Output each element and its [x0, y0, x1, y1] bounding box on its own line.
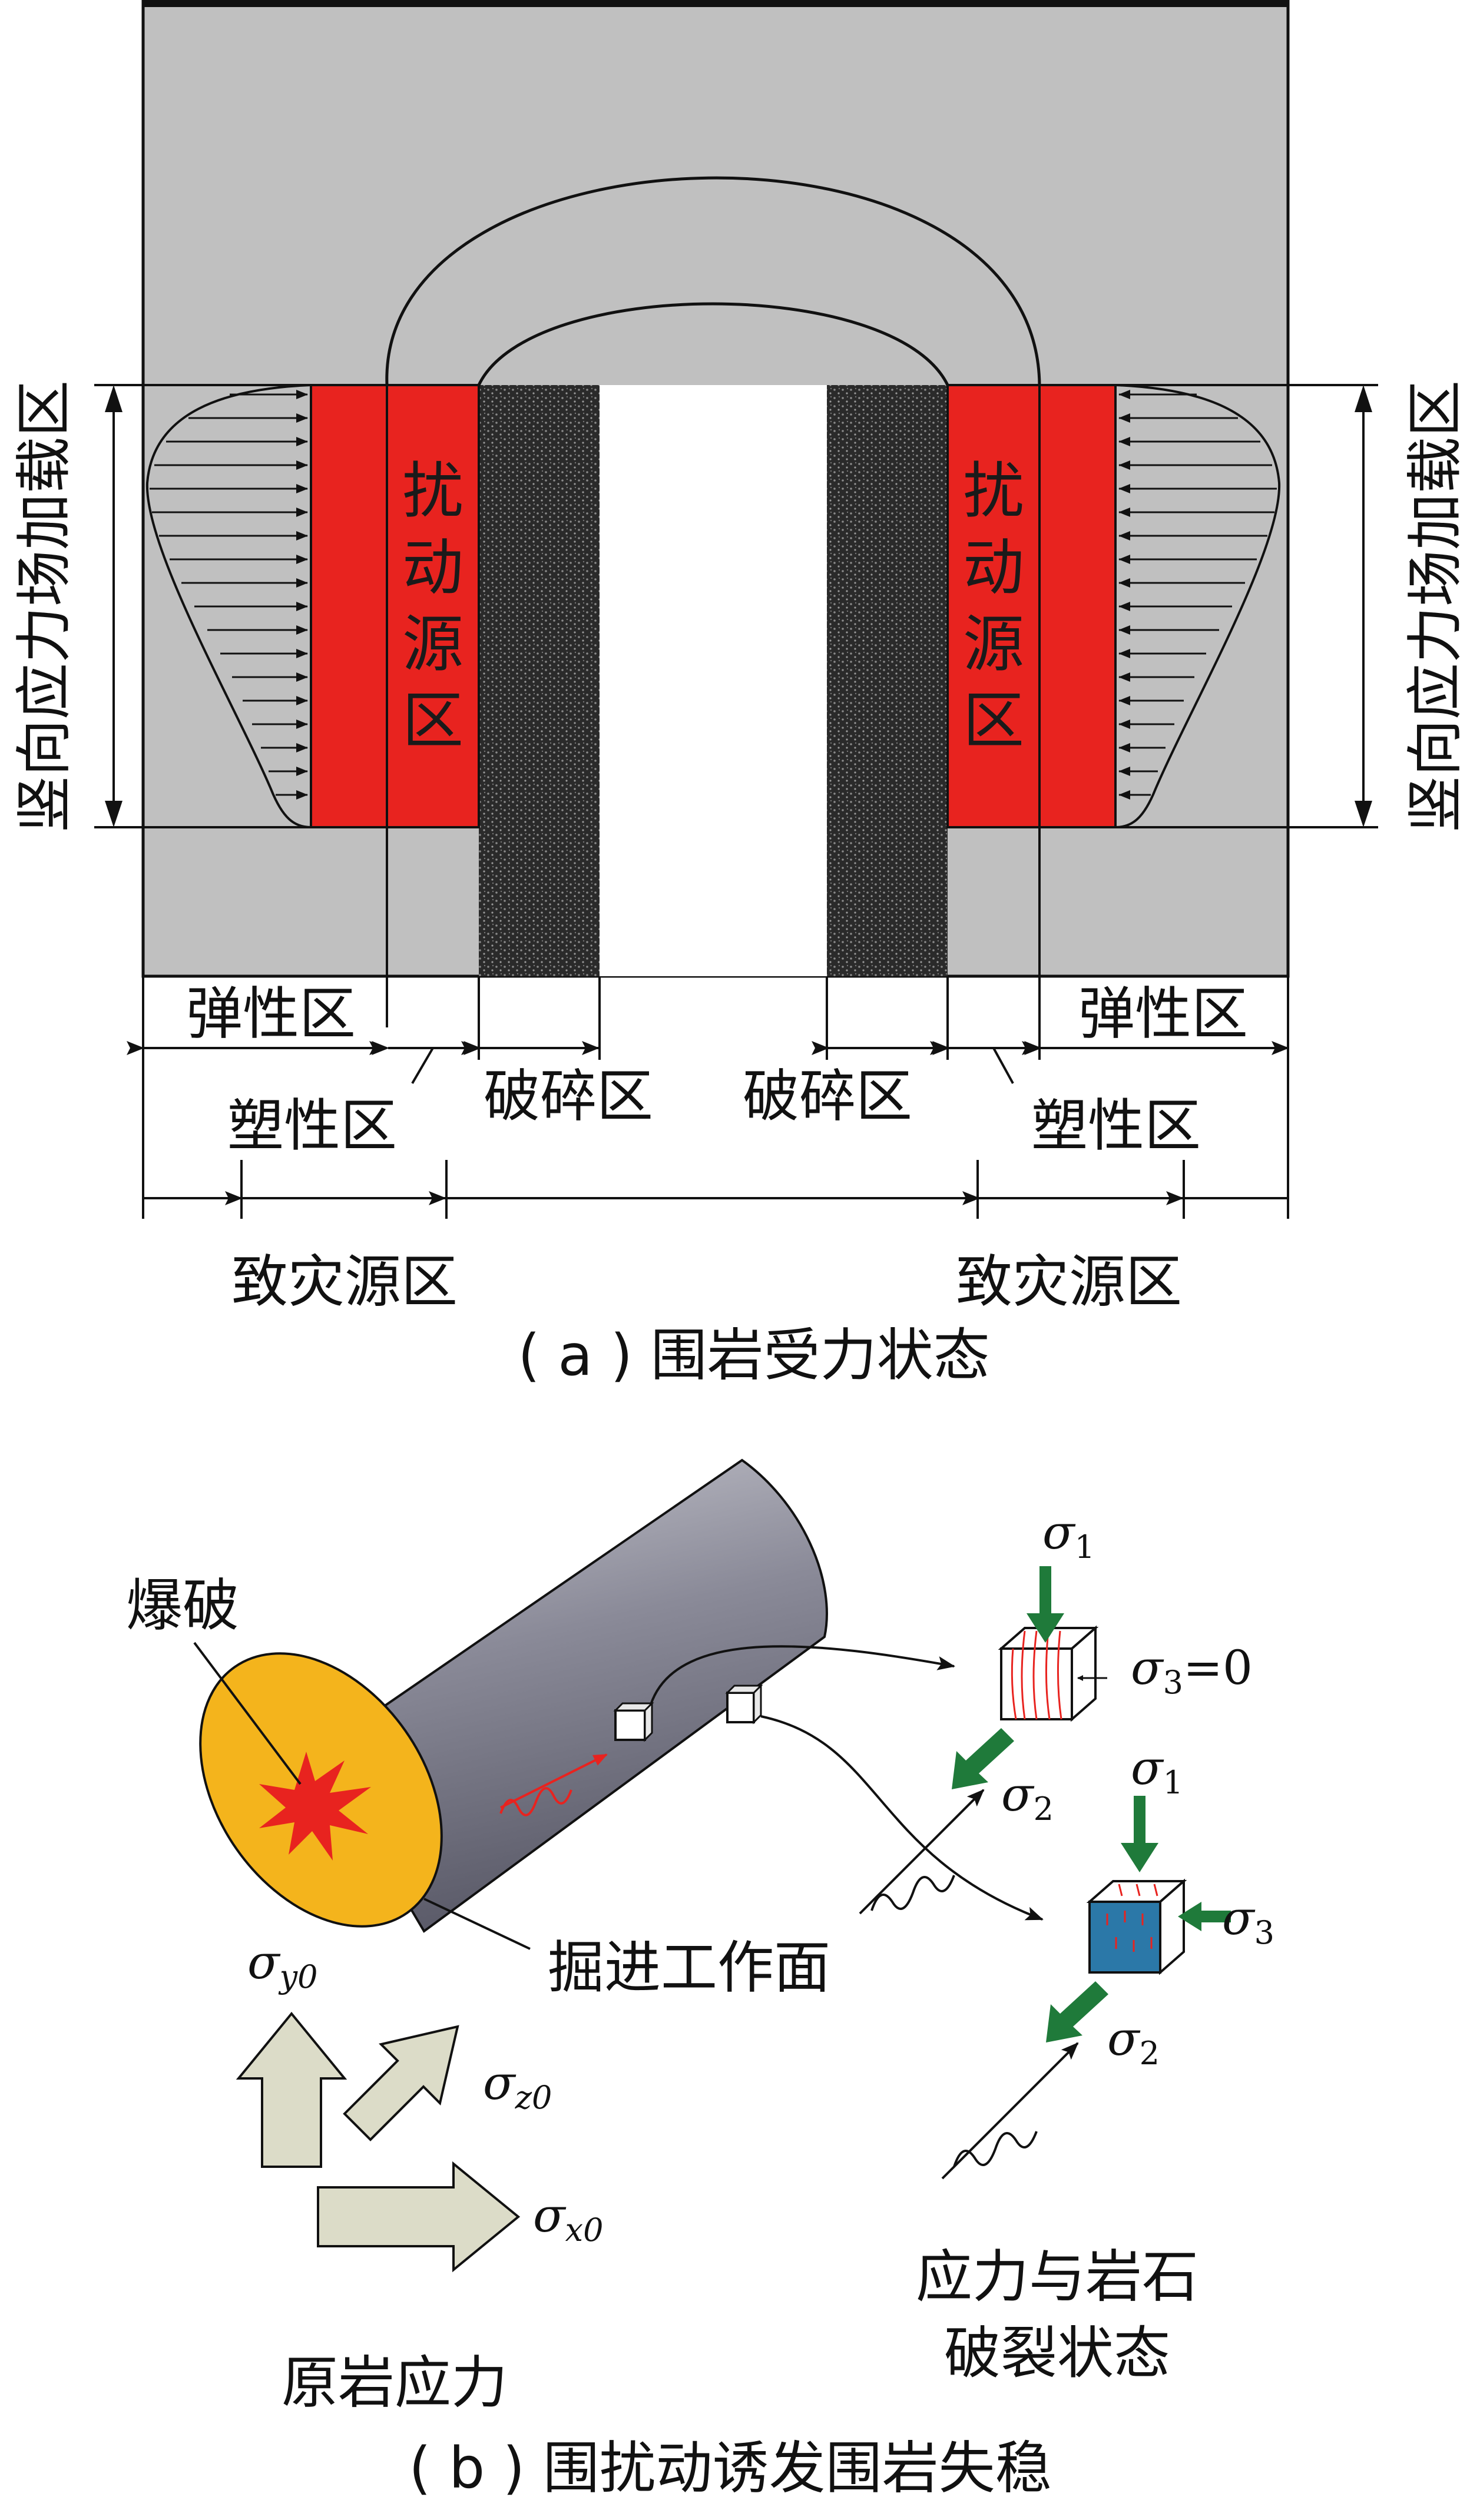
disturbance-label-left: 扰 动 源 区 [402, 455, 463, 757]
loading-zone-left-dimension [94, 384, 311, 828]
sigma3-zero-label: σ3=0 [1131, 1640, 1253, 1701]
black-stress-wave-1 [859, 1789, 985, 1915]
sigma1-lower-label: σ1 [1131, 1740, 1183, 1801]
arch-outer [385, 176, 1041, 386]
loading-zone-right-dimension [1115, 384, 1378, 828]
sigma2-arrow-lower [1046, 1981, 1108, 2042]
sigma3-lower-label: σ3 [1222, 1891, 1274, 1951]
sample-cube-1 [614, 1709, 646, 1741]
sigma-glyph: σ [1222, 1891, 1256, 1945]
red-stress-wave [499, 1753, 608, 1816]
disturbance-char: 扰 [402, 455, 463, 527]
sigma-glyph: σ [1042, 1505, 1076, 1560]
broken-zone-left [479, 385, 600, 976]
disturbance-char: 区 [963, 685, 1024, 757]
sub-1: 1 [1163, 1764, 1183, 1801]
disturbance-char: 源 [402, 608, 463, 680]
sigma1-arrow-lower [1121, 1796, 1158, 1872]
sample-cube-2-faces [725, 1683, 763, 1725]
sigma-y0-label: σy0 [247, 1935, 317, 1995]
disturbance-label-right: 扰 动 源 区 [963, 455, 1024, 757]
stress-rock-state-line2: 破裂状态 [944, 2320, 1170, 2386]
sigma3-arrow-lower [1178, 1902, 1231, 1931]
vertical-stress-label-right: 竖向应力场加载区 [1402, 380, 1468, 833]
sub-z0: z0 [515, 2079, 552, 2116]
in-situ-stress-label: 原岩应力 [282, 2350, 508, 2416]
sigma-glyph: σ [1131, 1740, 1164, 1795]
sigma-y0-arrow [236, 2011, 347, 2168]
sigma2-lower-label: σ2 [1107, 2011, 1160, 2072]
stress-arrows-right [1118, 390, 1277, 800]
sigma-z0-arrow [343, 2025, 459, 2141]
disturbance-zone-right [946, 384, 1117, 828]
disaster-source-label-left: 致灾源区 [231, 1249, 458, 1315]
disturbance-char: 动 [402, 532, 463, 604]
disturbance-zone-left [310, 384, 480, 828]
sigma-glyph: σ [1131, 1640, 1164, 1695]
sample-cube-2 [726, 1692, 755, 1723]
sub-x0: x0 [565, 2211, 604, 2249]
equals-zero: =0 [1183, 1640, 1253, 1695]
stress-cube-lower [1086, 1878, 1187, 1975]
blast-icon [259, 1752, 371, 1861]
arch-inner [477, 302, 949, 386]
disturbance-char: 扰 [963, 455, 1024, 527]
cube-leader-upper [650, 1645, 955, 1705]
elastic-zone-label-right: 弹性区 [1078, 981, 1248, 1047]
plastic-zone-label-left: 塑性区 [227, 1093, 397, 1159]
excavation-face-leader [423, 1898, 531, 1950]
stress-arrows-left [150, 390, 308, 800]
sigma-glyph: σ [533, 2188, 567, 2243]
sub-y0: y0 [279, 1958, 318, 1995]
sub-3: 3 [1163, 1664, 1183, 1701]
stress-curve-right [1115, 384, 1281, 828]
sigma-z0-label: σz0 [483, 2055, 552, 2116]
tunnel-opening [600, 385, 827, 976]
sigma-glyph: σ [247, 1935, 281, 1990]
disturbance-char: 源 [963, 608, 1024, 680]
plastic-zone-label-right: 塑性区 [1031, 1093, 1201, 1159]
part-b: 爆破 掘进工作面 [126, 1458, 1274, 2501]
sigma-glyph: σ [1107, 2011, 1141, 2066]
sigma2-arrow-upper [952, 1728, 1014, 1789]
disturbance-char: 区 [402, 685, 463, 757]
stress-curve-left [145, 384, 312, 828]
excavation-face-label: 掘进工作面 [548, 1935, 830, 2001]
sub-2: 2 [1140, 2035, 1160, 2072]
broken-zone-right [827, 385, 948, 976]
sigma-x0-arrow [317, 2161, 521, 2273]
black-stress-wave-2 [941, 2042, 1079, 2180]
sub-3: 3 [1254, 1914, 1274, 1951]
part-a: 竖向应力场加载区 竖向应力场加载区 扰 动 源 区 扰 动 源 区 [11, 0, 1468, 1388]
sigma-x0-label: σx0 [533, 2188, 603, 2249]
sub-1: 1 [1075, 1528, 1095, 1566]
dimension-lines [127, 976, 1289, 1219]
disaster-source-label-right: 致灾源区 [956, 1249, 1182, 1315]
stress-rock-state-line1: 应力与岩石 [916, 2244, 1198, 2310]
crack-lines [1011, 1630, 1062, 1720]
sigma-glyph: σ [1001, 1767, 1035, 1822]
cube-leader-lower [760, 1715, 1044, 1921]
vertical-stress-label-left: 竖向应力场加载区 [11, 380, 77, 833]
sigma1-upper-label: σ1 [1042, 1505, 1095, 1566]
blasting-label: 爆破 [126, 1573, 239, 1639]
excavation-cylinder [316, 1458, 828, 1933]
broken-zone-label-left: 破碎区 [484, 1063, 653, 1129]
caption-b: ( b ) 围扰动诱发围岩失稳 [409, 2435, 1051, 2501]
sigma-glyph: σ [483, 2055, 517, 2110]
disturbance-char: 动 [963, 532, 1024, 604]
blasting-leader [193, 1642, 302, 1785]
sigma1-arrow-upper [1027, 1566, 1064, 1643]
caption-a: ( a ) 围岩受力状态 [518, 1322, 989, 1388]
sub-2: 2 [1034, 1790, 1054, 1828]
sigma2-upper-label: σ2 [1001, 1767, 1054, 1828]
elastic-zone-label-left: 弹性区 [186, 981, 356, 1047]
stress-cube-upper [998, 1625, 1099, 1722]
crack-dashes [1106, 1884, 1158, 1952]
broken-zone-label-right: 破碎区 [743, 1063, 912, 1129]
